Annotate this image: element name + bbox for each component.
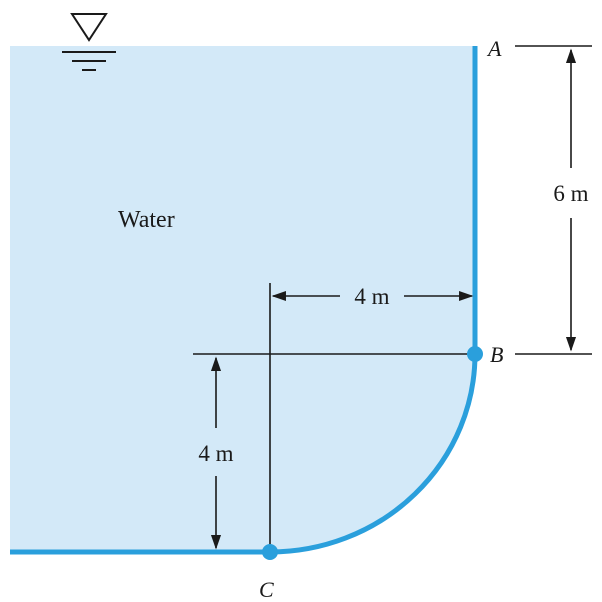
dimension-label-6m: 6 m xyxy=(553,181,588,206)
water-region xyxy=(10,46,475,552)
point-label-c: C xyxy=(259,577,274,602)
point-c-marker xyxy=(262,544,278,560)
curved-gate xyxy=(269,353,478,555)
dimension-label-4m-vertical: 4 m xyxy=(198,441,233,466)
point-b-marker xyxy=(467,346,483,362)
free-surface-triangle-icon xyxy=(62,13,116,71)
fluid-label-water: Water xyxy=(118,207,175,233)
dimension-label-4m-horizontal: 4 m xyxy=(354,284,389,309)
point-label-a: A xyxy=(486,36,502,61)
point-label-b: B xyxy=(490,342,503,367)
